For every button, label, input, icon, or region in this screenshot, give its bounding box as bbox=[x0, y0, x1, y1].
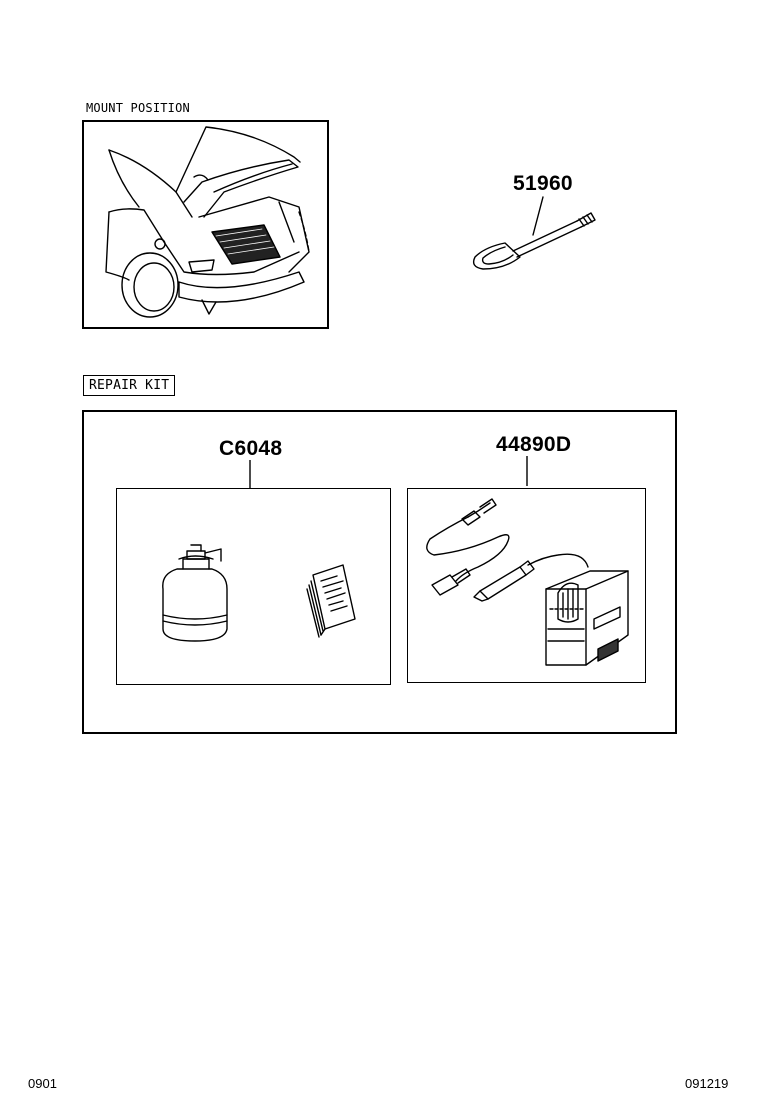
compressor-box bbox=[407, 488, 646, 683]
footer-left-code: 0901 bbox=[28, 1076, 57, 1091]
tow-hook-part-number: 51960 bbox=[513, 172, 573, 195]
repair-kit-label: REPAIR KIT bbox=[83, 375, 176, 396]
sealant-bottle-illustration bbox=[162, 544, 356, 642]
sealant-part-number: C6048 bbox=[219, 437, 283, 460]
car-rear-illustration bbox=[105, 126, 310, 318]
compressor-leader-line bbox=[526, 456, 528, 486]
footer-right-code: 091219 bbox=[685, 1076, 729, 1091]
repair-kit-frame bbox=[82, 410, 677, 734]
sealant-box bbox=[116, 488, 391, 685]
tow-hook-illustration bbox=[472, 196, 596, 270]
sealant-leader-line bbox=[249, 460, 251, 488]
compressor-illustration bbox=[426, 498, 629, 666]
mount-position-frame bbox=[82, 120, 329, 329]
mount-position-label: MOUNT POSITION bbox=[86, 101, 190, 115]
compressor-part-number: 44890D bbox=[496, 433, 572, 456]
